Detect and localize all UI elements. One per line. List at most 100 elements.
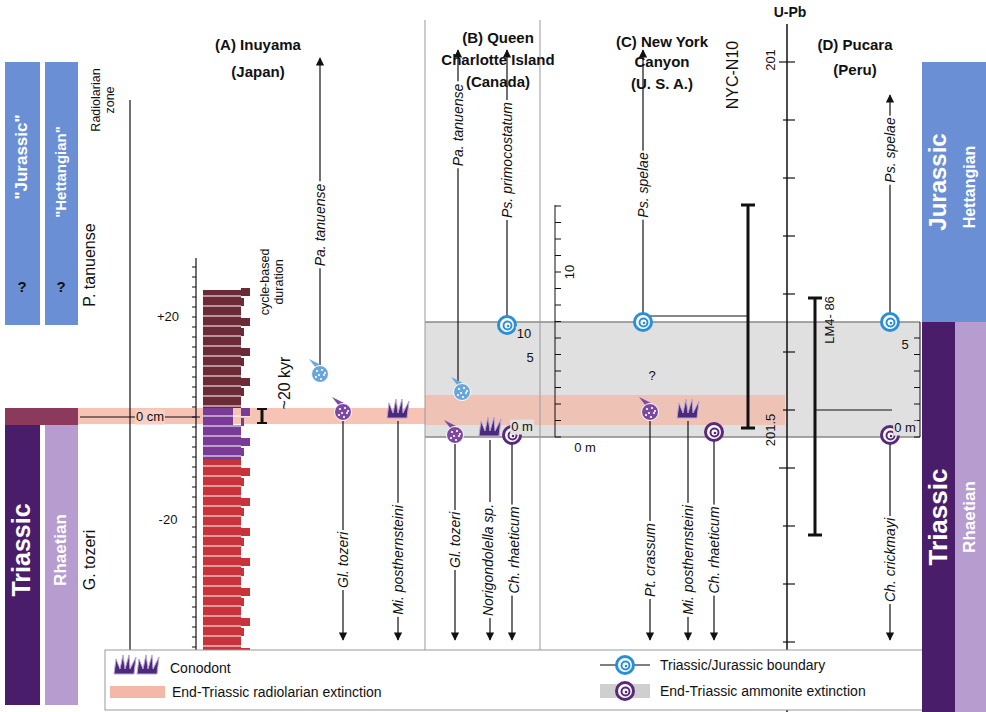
conodont-icon (479, 417, 501, 436)
bed-boundary (203, 645, 241, 646)
bed-boundary (203, 435, 241, 436)
bed (241, 298, 244, 306)
age-tie-line (643, 315, 748, 316)
scale-tick (192, 277, 196, 278)
scale-number: ? (647, 369, 656, 384)
bed (241, 598, 244, 606)
zone-label: NYC-N10 (724, 41, 742, 109)
section-heading: (C) New York (616, 33, 708, 50)
age-error-bar (814, 298, 817, 535)
scale-tick (192, 287, 196, 288)
scale-tick (914, 338, 920, 339)
bed-boundary (203, 555, 241, 556)
scale-tick (192, 357, 196, 358)
conodont-icon (677, 399, 699, 418)
scale-tick (914, 371, 920, 372)
bed-boundary (203, 395, 244, 396)
taxon-name: Gl. tozeri (447, 510, 463, 570)
ammonite-icon (617, 657, 634, 674)
bed (241, 508, 244, 516)
scale-tick (555, 420, 561, 421)
section-heading: Canyon (634, 53, 689, 70)
bed-boundary (203, 485, 244, 486)
scale-tick (192, 307, 196, 308)
scale-number: 0 m (893, 421, 917, 436)
scale-tick (555, 404, 561, 405)
age-axis (786, 24, 788, 712)
zone-label: P. tanuense (81, 223, 99, 306)
radiolarian-icon (332, 397, 352, 421)
period-name: Triassic (924, 469, 953, 566)
bed-boundary (203, 515, 244, 516)
scale-tick (192, 447, 196, 448)
bed (241, 478, 244, 486)
duration-bracket (261, 409, 264, 423)
scale-tick (192, 457, 196, 458)
taxon-name: Norigondolella sp. (480, 502, 496, 618)
scale-tick (914, 437, 920, 438)
ammonite-icon (635, 314, 652, 331)
scale-tick (192, 537, 196, 538)
bed-boundary (203, 335, 244, 336)
scale-number: -20 (158, 513, 179, 528)
taxon-name: Pa. tanuense (312, 182, 328, 269)
scale-tick (192, 487, 196, 488)
scale-tick (914, 404, 920, 405)
bed (241, 558, 250, 566)
ammonite-extinction-band (425, 322, 920, 437)
ammonite-icon (617, 683, 634, 700)
section-heading: (Canada) (466, 73, 530, 90)
scale-tick (192, 267, 196, 268)
age-tick (779, 61, 795, 62)
zone-label: ~20 kyr (276, 357, 294, 410)
scale-tick (192, 337, 196, 338)
section-heading: (Japan) (231, 63, 284, 80)
scale-tick (192, 347, 196, 348)
scale-tick (192, 497, 196, 498)
scale-tick (192, 477, 196, 478)
bed (241, 438, 250, 446)
scale-tick (192, 387, 196, 388)
taxon-name: Ch. rhaeticum (706, 504, 722, 595)
scale-tick (192, 577, 196, 578)
zone-label: cycle-based duration (258, 232, 287, 332)
bed (241, 618, 250, 626)
scale-tick (192, 297, 196, 298)
period-box: "Hettangian"? (45, 62, 78, 325)
scale-tick (192, 377, 196, 378)
bed (241, 318, 250, 326)
bed-boundary (203, 525, 241, 526)
radiolarian-icon (639, 397, 659, 421)
ammonite-icon (882, 314, 899, 331)
bed-boundary (203, 375, 241, 376)
scale-tick (555, 354, 561, 355)
age-tie-line (815, 409, 892, 410)
scale-tick (192, 627, 196, 628)
scale-tick (555, 272, 561, 273)
section-heading: (B) Queen (462, 29, 534, 46)
scale-number: 10 (563, 264, 578, 280)
age-tick (783, 119, 795, 120)
scale-tick (192, 397, 196, 398)
scale-number: LM4- 86 (823, 295, 838, 345)
period-name: Rhaetian (52, 514, 71, 586)
ammonite-icon (706, 424, 723, 441)
age-error-bar (808, 297, 822, 300)
bed (241, 628, 244, 636)
bed (241, 448, 244, 456)
bed (241, 568, 244, 576)
radiolarian-icon (309, 359, 329, 383)
section-heading: (U. S. A.) (631, 75, 693, 92)
period-name: Triassic (8, 503, 36, 596)
age-tick (783, 177, 795, 178)
scale-number: 5 (900, 338, 909, 353)
scale-tick (192, 367, 196, 368)
age-error-bar (808, 534, 822, 537)
period-box: Rhaetian (45, 425, 78, 705)
age-error-bar (741, 427, 755, 430)
period-box: Hettangian (955, 62, 986, 322)
age-tick (779, 467, 795, 468)
age-tick (783, 409, 795, 410)
bed (241, 328, 244, 336)
scale-tick (555, 387, 561, 388)
